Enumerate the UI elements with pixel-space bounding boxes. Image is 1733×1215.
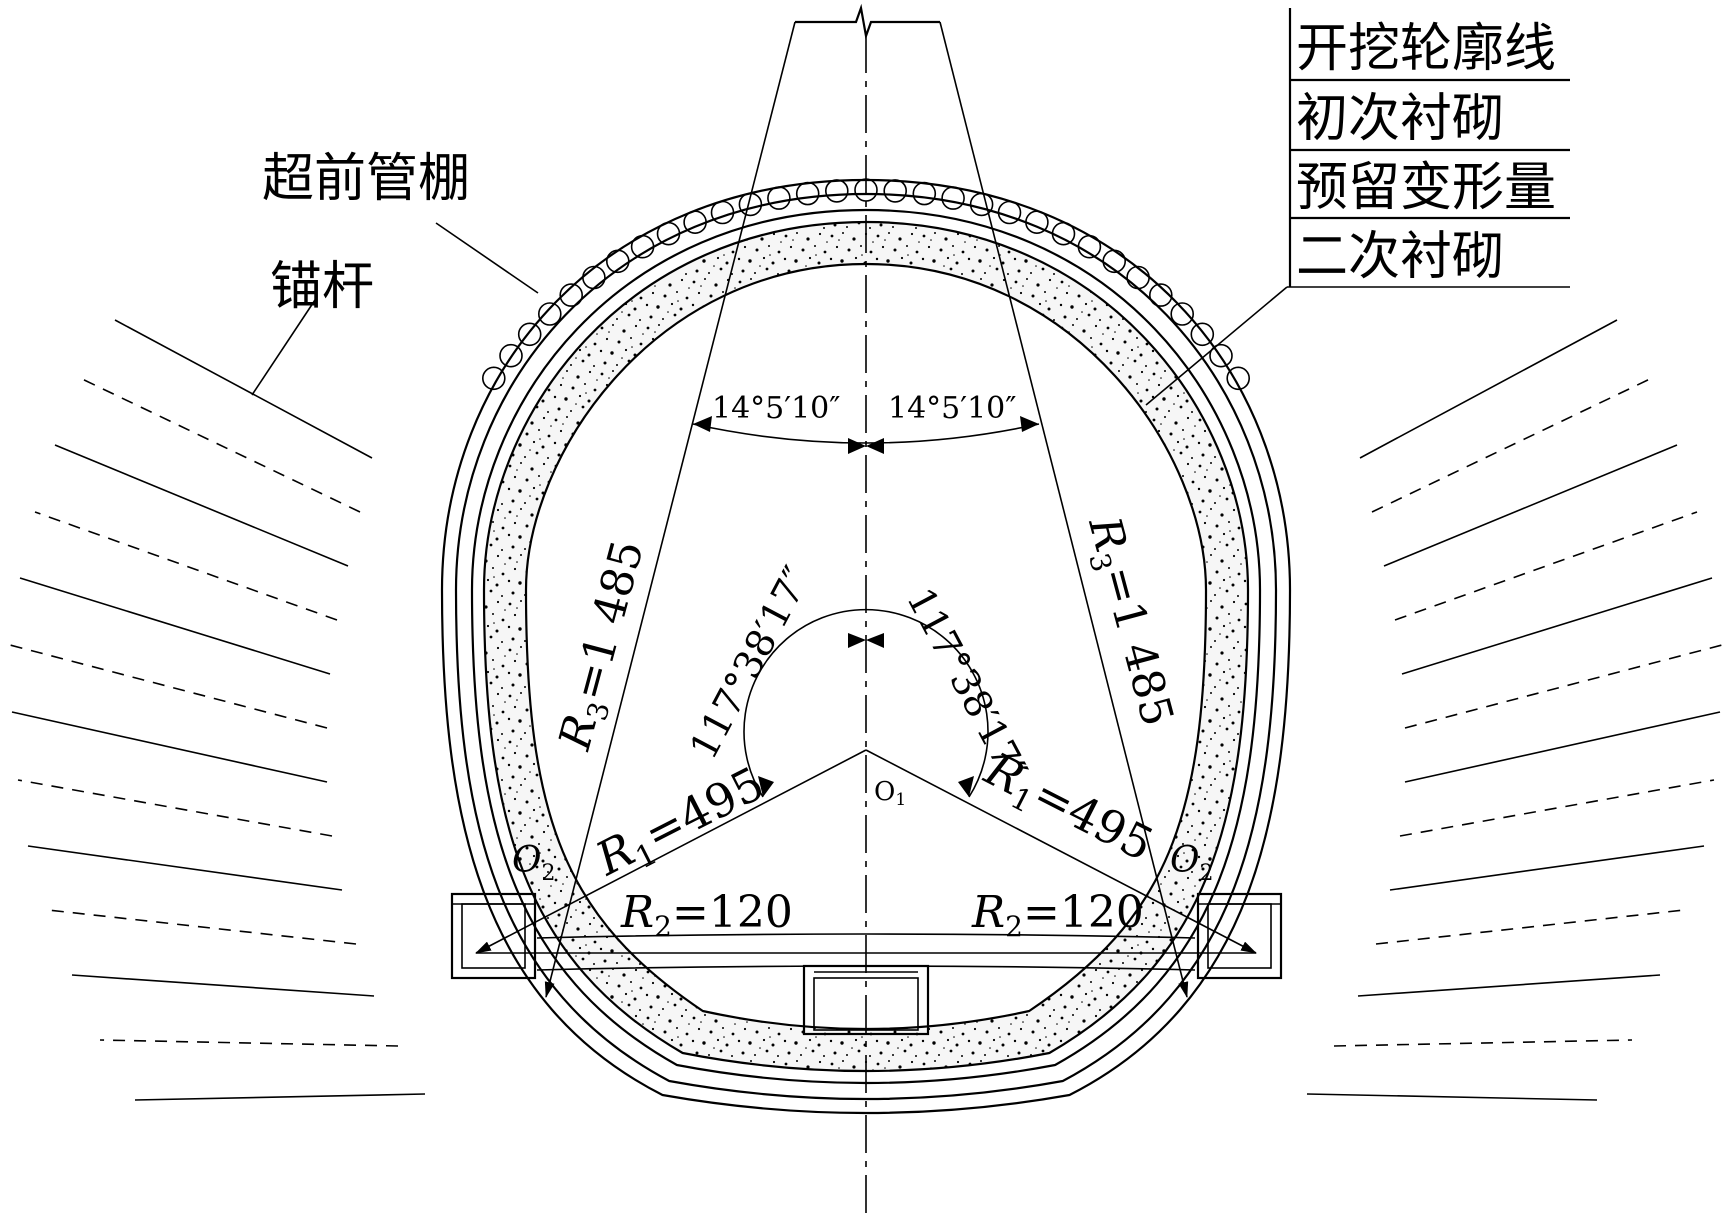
anchor-bolt-line [1399,779,1715,837]
origin-o1-label: O1 [874,777,906,810]
r1-radius-lines [475,749,1257,954]
anchor-bolt-line [71,974,375,997]
anchor-bolt-line [1383,444,1678,567]
anchor-bolt-line [1375,909,1685,945]
pipe-roof-circle [537,302,562,326]
center-steel-base [802,964,930,1036]
anchor-bolt-line [1306,1093,1598,1101]
side-angle-dimension [743,608,989,798]
legend-item-deformation: 预留变形量 [1296,158,1556,218]
leader-lines [251,222,1570,406]
pipe-roof-circle [795,181,820,206]
pipe-roof-label: 超前管棚 [262,149,470,209]
r1-label-right: R1=495 [973,741,1162,878]
crown-angle-left: 14°5′10″ [712,391,840,426]
legend-item-excavation: 开挖轮廓线 [1296,19,1556,79]
anchor-bolt-line [1404,644,1723,729]
pipe-roof-circle [824,179,849,203]
pipe-roof-circle [1149,283,1173,307]
crown-angle-right: 14°5′10″ [888,391,1016,426]
svg-text:R1=495: R1=495 [587,756,776,893]
legend-item-primary-lining: 初次衬砌 [1296,89,1504,149]
anchor-bolt-line [1333,1039,1633,1047]
pipe-roof-circle [912,181,937,206]
r3-label-left: R3=1 485 [549,535,659,757]
pipe-roof-circle [941,186,965,210]
svg-text:R3=1 485: R3=1 485 [1073,511,1183,733]
anchor-bolt-line [134,1093,426,1101]
anchor-bolt-line [79,377,361,513]
anchor-bolt-line [1394,511,1698,621]
pipe-roof-circle [1190,322,1215,347]
pipe-roof-circle [582,265,606,290]
anchor-bolt-line [47,909,357,945]
crown-angle-dimension [692,416,1040,454]
anchor-bolt-line [99,1039,399,1047]
left-steel-base [450,892,537,980]
svg-text:R3=1 485: R3=1 485 [549,535,659,757]
anchor-bolt-line [9,644,328,729]
svg-text:R1=495: R1=495 [973,741,1162,878]
anchor-bolt-lines [9,319,1723,1101]
anchor-bolt-line [114,319,373,459]
side-angle-left: 117°38′17″ [681,559,819,766]
r3-radius-lines [544,21,1189,998]
anchor-bolt-line [1404,711,1721,783]
pipe-roof-circle [1126,265,1150,290]
pipe-roof-circle [1226,366,1250,391]
origin-o2-right-label: O2 [1170,840,1214,886]
pipe-roof-circle [559,283,584,307]
anchor-bolt-line [11,711,328,783]
anchor-bolt-line [27,845,343,891]
pipe-roof-circle [969,192,994,217]
origin-o2-left-label: O2 [512,840,556,886]
r3-label-right: R3=1 485 [1073,511,1183,733]
pipe-roof-circle [1170,302,1194,326]
anchor-bolt-line [1357,974,1661,997]
pipe-roof-circle [481,366,506,391]
r2-label-right: R2=120 [971,887,1144,943]
excavation-outline [440,178,1292,1115]
anchor-bolt-line [34,511,338,621]
r2-label-left: R2=120 [620,887,793,943]
anchor-bolt-line [1359,319,1618,459]
anchor-bolt-line [1389,845,1705,891]
anchor-bolt-label: 锚杆 [270,257,374,317]
anchor-bolt-line [17,779,333,837]
pipe-roof-circle [883,179,908,203]
break-symbol [795,3,940,41]
anchor-bolt-line [19,577,331,675]
legend: 开挖轮廓线 初次衬砌 预留变形量 二次衬砌 [1288,8,1570,287]
anchor-bolt-line [1401,577,1713,675]
pipe-roof-circle [767,186,791,210]
right-steel-base [1196,892,1283,980]
legend-item-secondary-lining: 二次衬砌 [1296,227,1504,287]
anchor-bolt-line [1371,377,1653,513]
pipe-roof-circle [1209,343,1233,368]
pipe-roof-circle [499,343,523,368]
pipe-roof-circle [517,322,542,347]
anchor-bolt-line [54,444,349,567]
r1-label-left: R1=495 [587,756,776,893]
